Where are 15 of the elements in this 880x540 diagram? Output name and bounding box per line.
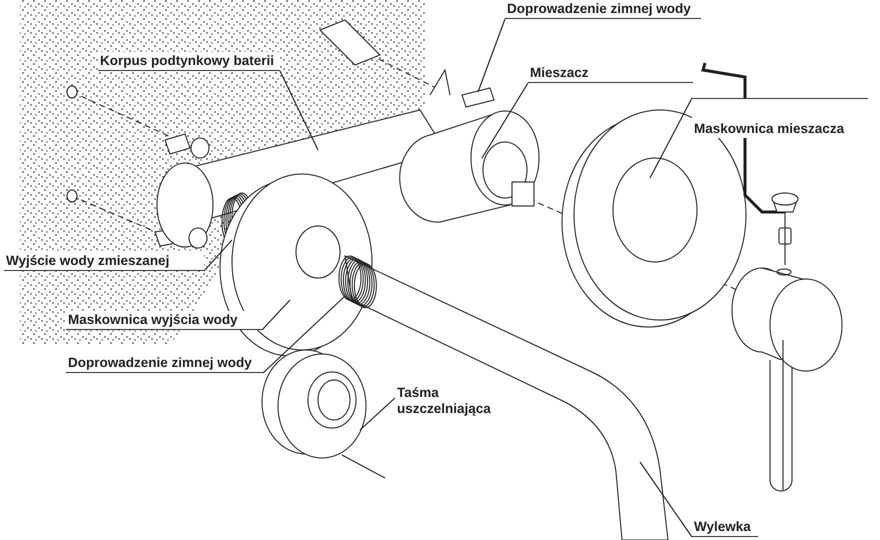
part-label: Doprowadzenie zimnej wody: [505, 0, 701, 19]
leader-line: [650, 98, 692, 178]
leader-line: [262, 296, 346, 374]
part-label: Korpus podtynkowy baterii: [98, 52, 280, 71]
leader-line: [280, 70, 318, 150]
part-label: Maskownica mieszacza: [692, 98, 868, 138]
leader-line: [482, 82, 528, 158]
leader-line: [360, 398, 396, 430]
part-label: Wyjście wody zmieszanej: [4, 252, 204, 271]
part-label: Maskownica wyjścia wody: [66, 311, 262, 330]
leader-line: [640, 462, 692, 538]
part-label: Mieszacz: [528, 64, 693, 83]
leader-line: [477, 18, 506, 92]
part-label: Wylewka: [692, 518, 758, 537]
part-label: Doprowadzenie zimnej wody: [66, 354, 263, 373]
